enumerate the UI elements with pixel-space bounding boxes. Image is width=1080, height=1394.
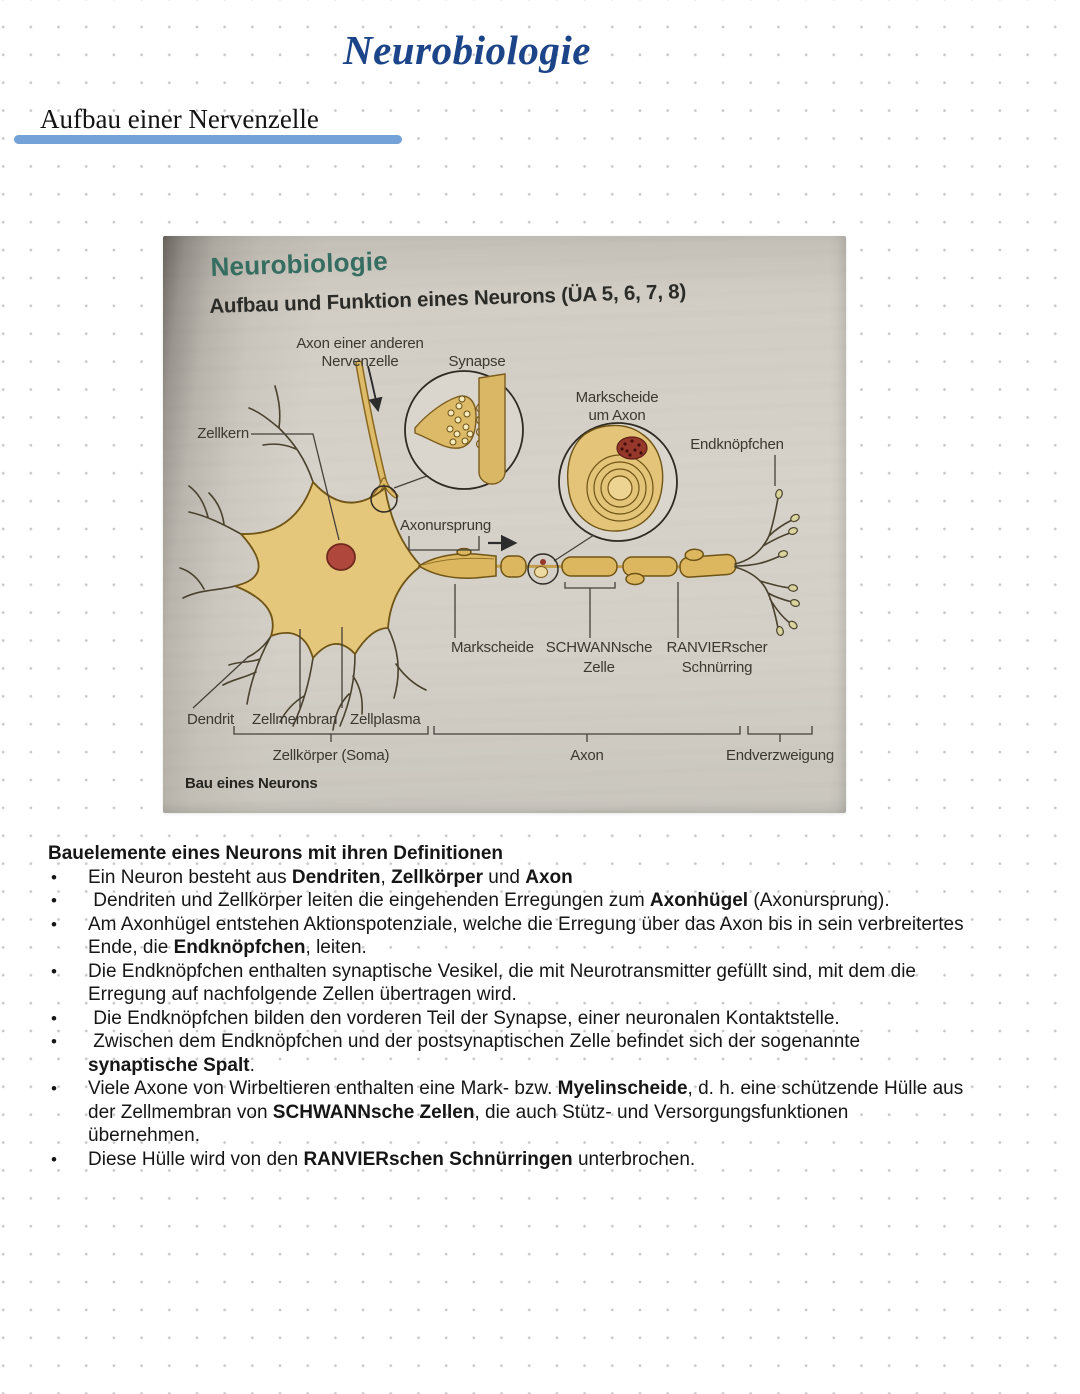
myelin-inset-connector: [553, 534, 595, 562]
label-ranvier-2: Schnürring: [682, 659, 753, 676]
axon: [417, 547, 738, 586]
node-marker: [527, 553, 559, 585]
list-item: • Zwischen dem Endknöpfchen und der post…: [48, 1030, 1043, 1077]
list-item: • Die Endknöpfchen bilden den vorderen T…: [48, 1007, 1043, 1031]
notes-heading: Bauelemente eines Neurons mit ihren Defi…: [48, 843, 504, 864]
list-item-text: Ein Neuron besteht aus Dendriten, Zellkö…: [88, 866, 573, 888]
bullet-marker: •: [51, 914, 57, 934]
bullet-marker: •: [51, 1149, 57, 1169]
figure-caption: Bau eines Neurons: [185, 775, 317, 792]
end-knobs: [775, 488, 800, 637]
list-item-text: Dendriten und Zellkörper leiten die eing…: [88, 890, 890, 911]
list-item-text: Diese Hülle wird von den RANVIERschen Sc…: [88, 1148, 696, 1170]
list-item-text: Die Endknöpfchen bilden den vorderen Tei…: [88, 1007, 840, 1029]
list-item: • Viele Axone von Wirbeltieren enthalten …: [48, 1077, 1043, 1148]
list-item-text: Viele Axone von Wirbeltieren enthalten e…: [88, 1078, 964, 1146]
label-zellplasma: Zellplasma: [350, 711, 421, 728]
page-title: Neurobiologie: [343, 27, 591, 73]
incoming-axon: [355, 360, 399, 502]
label-schwann-1: SCHWANNsche: [546, 639, 652, 656]
junction-marker: [370, 485, 398, 513]
label-dendrit: Dendrit: [187, 711, 235, 728]
synapse-inset-connector: [393, 475, 428, 489]
list-item: • Die Endknöpfchen enthalten synaptische …: [48, 960, 1043, 1007]
list-item-text: Zwischen dem Endknöpfchen und der postsy…: [88, 1031, 861, 1076]
label-synapse: Synapse: [449, 353, 506, 370]
soma: [234, 481, 422, 659]
synapse-inset: [404, 370, 524, 490]
incoming-axon-arrow: [367, 365, 383, 413]
bullet-marker: •: [51, 1032, 57, 1051]
bullet-list: • Ein Neuron besteht aus Dendriten, Zellk…: [48, 866, 1043, 1172]
list-item-text: Die Endknöpfchen enthalten synaptische V…: [88, 960, 916, 1006]
nucleus: [326, 543, 356, 571]
label-endverzweigung-bracket: Endverzweigung: [726, 747, 834, 764]
label-myelin-inset-2: um Axon: [589, 407, 646, 424]
highlight-underline: [14, 135, 402, 144]
section-heading: Aufbau einer Nervenzelle: [40, 104, 319, 134]
textbook-photo: Axon einer anderen Nervenzelle Synapse M…: [163, 236, 846, 813]
label-zellmembran: Zellmembran: [252, 711, 337, 728]
label-zellkern: Zellkern: [197, 425, 249, 442]
bullet-marker: •: [51, 867, 57, 887]
list-item: • Am Axonhügel entstehen Aktionspotenzial…: [48, 913, 1043, 960]
list-item: • Diese Hülle wird von den RANVIERschen S…: [48, 1148, 1043, 1172]
bullet-marker: •: [51, 1008, 57, 1028]
label-schwann-2: Zelle: [583, 659, 615, 676]
neuron-diagram: Axon einer anderen Nervenzelle Synapse M…: [179, 335, 834, 792]
list-item: • Dendriten und Zellkörper leiten die ei…: [48, 889, 1043, 913]
label-incoming-axon-1: Axon einer anderen: [296, 335, 423, 352]
synaptic-vesicles: [446, 395, 474, 446]
terminal-branches: [734, 488, 800, 637]
axonursprung-bracket: [408, 536, 480, 551]
axon-bracket: [433, 726, 741, 742]
dendrites: [179, 385, 427, 731]
label-soma-bracket: Zellkörper (Soma): [273, 747, 390, 764]
label-myelin-inset-1: Markscheide: [576, 389, 659, 406]
list-item: • Ein Neuron besteht aus Dendriten, Zellk…: [48, 866, 1043, 890]
book-chapter-title: Neurobiologie: [210, 245, 389, 282]
label-markscheide: Markscheide: [451, 639, 534, 656]
bullet-marker: •: [51, 891, 57, 910]
myelin-inset: [558, 422, 678, 542]
schwann-bracket: [564, 582, 616, 638]
endverzweigung-bracket: [747, 726, 813, 742]
bullet-marker: •: [51, 961, 57, 981]
label-axonursprung: Axonursprung: [400, 517, 491, 534]
bullet-marker: •: [51, 1079, 57, 1098]
label-incoming-axon-2: Nervenzelle: [321, 353, 398, 370]
label-axon-bracket: Axon: [570, 747, 603, 764]
label-ranvier-1: RANVIERscher: [667, 639, 768, 656]
list-item-text: Am Axonhügel entstehen Aktionspotenziale…: [88, 913, 964, 959]
leader-lines: [192, 365, 813, 742]
label-endknoepfchen: Endknöpfchen: [690, 436, 784, 453]
diagram-labels: Axon einer anderen Nervenzelle Synapse M…: [185, 335, 834, 792]
notes-section: Bauelemente eines Neurons mit ihren Defi…: [48, 842, 1043, 1171]
soma-bracket: [233, 726, 429, 742]
